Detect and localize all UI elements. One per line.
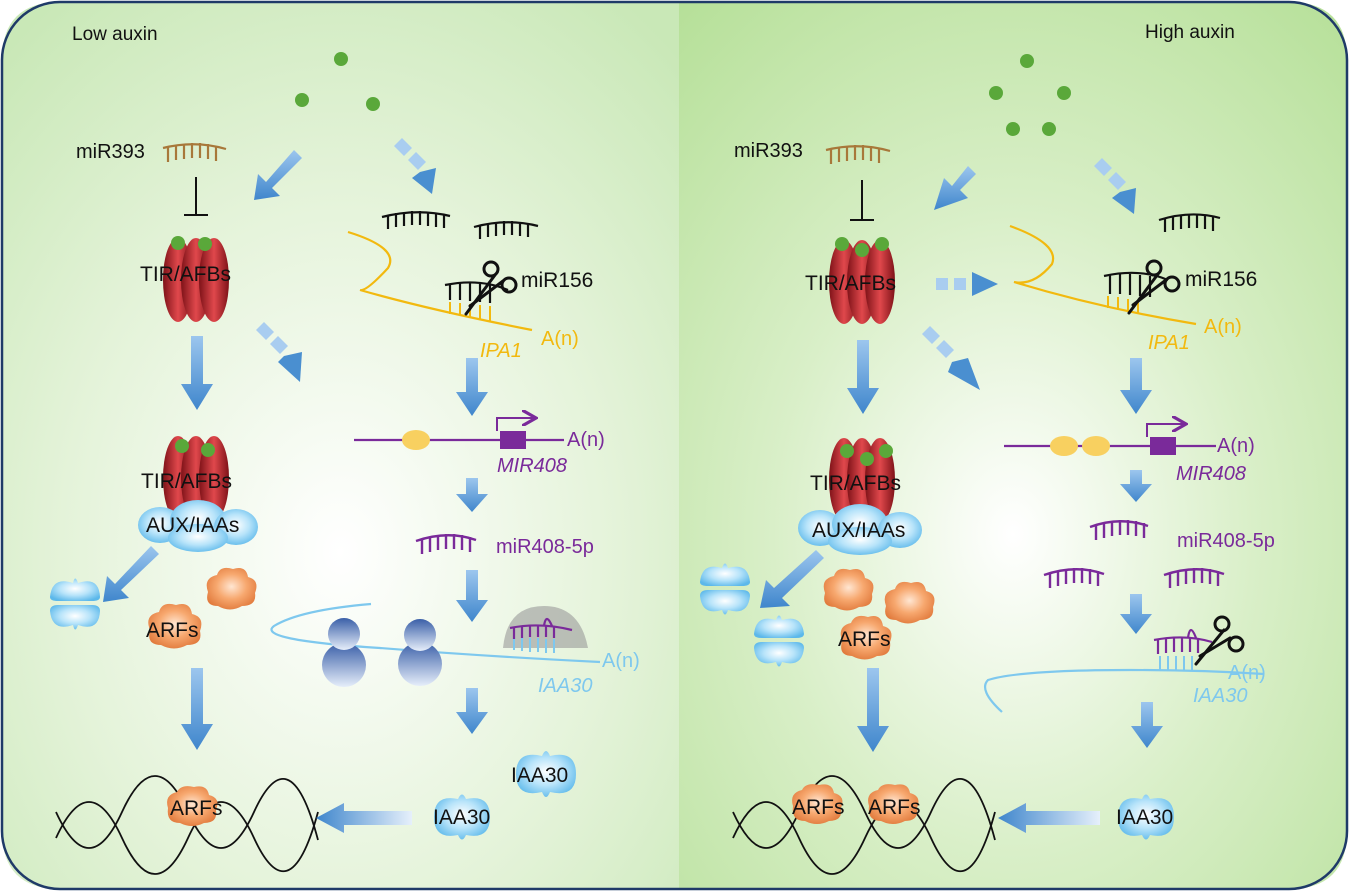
arfs-dna-label-high-1: ARFs bbox=[792, 796, 845, 819]
iaa30-polya-high: A(n) bbox=[1228, 662, 1266, 684]
aux-iaas-protein bbox=[138, 500, 258, 552]
tir-afbs-complex-label-high: TIR/AFBs bbox=[810, 472, 901, 495]
arf-on-dna-high-1 bbox=[792, 784, 843, 824]
scissors-icon-high-2 bbox=[1194, 615, 1245, 666]
mir156-rna bbox=[381, 211, 451, 229]
mir393-rna bbox=[162, 143, 227, 162]
high-auxin-panel: High auxin miR393 TIR/A bbox=[700, 22, 1275, 875]
scissors-icon-high bbox=[1127, 259, 1181, 315]
arf-protein-high-2 bbox=[884, 581, 935, 624]
tir-afbs-label: TIR/AFBs bbox=[140, 263, 231, 286]
arfs-label-high: ARFs bbox=[838, 628, 891, 651]
mir156-rna-2 bbox=[473, 221, 539, 239]
iaa30-protein-label: IAA30 bbox=[511, 764, 568, 787]
mir408-bound-high bbox=[1153, 628, 1213, 670]
aux-iaas-protein-high bbox=[798, 504, 922, 555]
tir-afbs-label-high: TIR/AFBs bbox=[805, 272, 896, 295]
dashed-arrow-auxin-mir156-high bbox=[1094, 158, 1136, 214]
scissors-icon bbox=[464, 260, 518, 316]
ribosome-1 bbox=[322, 618, 366, 687]
ribosome-2 bbox=[398, 619, 442, 686]
iaa30-mrna-high bbox=[984, 668, 1265, 713]
ipa1-mrna bbox=[347, 230, 533, 332]
aux-iaas-label: AUX/IAAs bbox=[146, 514, 239, 537]
arf-protein-high-3 bbox=[840, 615, 892, 660]
mir393-rna-high bbox=[825, 145, 891, 164]
mir393-label: miR393 bbox=[76, 141, 145, 163]
mir156-rna-high bbox=[1158, 213, 1221, 232]
mir408-5p-label-high: miR408-5p bbox=[1177, 530, 1275, 552]
dashed-arrow-auxin-mir156 bbox=[394, 138, 436, 194]
iaa30-polya: A(n) bbox=[602, 650, 640, 672]
iaa30-gene-label-high: IAA30 bbox=[1193, 685, 1247, 707]
mir408-polya: A(n) bbox=[567, 429, 605, 451]
iaa30-mrna bbox=[270, 602, 601, 664]
ipa1-label-high: IPA1 bbox=[1148, 332, 1190, 354]
tir-afbs-receptor-high bbox=[829, 237, 895, 324]
mir156-label: miR156 bbox=[521, 269, 593, 292]
arf-on-dna bbox=[167, 786, 218, 826]
degraded-aux-iaa-high bbox=[700, 563, 804, 667]
iaa30-to-dna-arrow bbox=[316, 803, 412, 833]
tir-afbs-complex-label: TIR/AFBs bbox=[141, 470, 232, 493]
arfs-label: ARFs bbox=[146, 619, 199, 642]
dna-helix-high bbox=[732, 775, 996, 875]
argonaute-complex bbox=[503, 606, 588, 653]
mir408-polya-high: A(n) bbox=[1217, 435, 1255, 457]
low-auxin-title: Low auxin bbox=[72, 24, 158, 45]
mir408-5p-rna-high-3 bbox=[1163, 568, 1225, 588]
mir408-5p-label: miR408-5p bbox=[496, 536, 594, 558]
mir408-label-high: MIR408 bbox=[1176, 463, 1246, 485]
mir156-label-high: miR156 bbox=[1185, 268, 1257, 291]
auxin-molecules-high bbox=[989, 54, 1071, 136]
auxin-molecules bbox=[295, 52, 380, 111]
iaa30-nucleus-label: IAA30 bbox=[433, 806, 490, 829]
signal-arrows bbox=[103, 150, 488, 750]
iaa30-to-dna-arrow-high bbox=[998, 803, 1100, 833]
mir408-5p-rna bbox=[415, 534, 477, 554]
dashed-arrow-receptor-mir408 bbox=[256, 322, 302, 382]
dashed-arrow-receptor-mir408-high bbox=[922, 326, 980, 390]
iaa30-nucleus-protein bbox=[434, 794, 490, 840]
inhibition-symbol-high bbox=[850, 180, 874, 221]
ipa1-label: IPA1 bbox=[480, 340, 522, 362]
low-auxin-panel: Low auxin miR393 bbox=[50, 24, 640, 875]
aux-iaas-label-high: AUX/IAAs bbox=[812, 519, 905, 542]
iaa30-nucleus-protein-high bbox=[1118, 794, 1174, 840]
mir408-5p-rna-high-1 bbox=[1089, 520, 1149, 540]
mir408-gene-high bbox=[1004, 424, 1216, 456]
arfs-dna-label: ARFs bbox=[170, 797, 223, 820]
dashed-arrow-receptor-ipa1-high bbox=[936, 272, 998, 296]
tir-afbs-complex-high bbox=[829, 438, 895, 522]
signal-arrows-high bbox=[760, 166, 1163, 752]
iaa30-protein bbox=[516, 751, 576, 797]
mir408-label: MIR408 bbox=[497, 455, 567, 477]
tir-afbs-receptor bbox=[163, 236, 229, 322]
high-auxin-title: High auxin bbox=[1145, 22, 1235, 43]
iaa30-nucleus-label-high: IAA30 bbox=[1116, 806, 1173, 829]
arf-protein-2 bbox=[148, 603, 202, 649]
arfs-dna-label-high-2: ARFs bbox=[868, 796, 921, 819]
arf-protein-high-1 bbox=[823, 568, 874, 611]
mir408-5p-rna-high-2 bbox=[1043, 568, 1105, 588]
ipa1-mrna-high bbox=[1009, 224, 1197, 326]
arf-on-dna-high-2 bbox=[868, 784, 919, 824]
tir-afbs-complex bbox=[163, 436, 229, 520]
mir408-gene bbox=[354, 418, 564, 450]
ipa1-polya-high: A(n) bbox=[1204, 316, 1242, 338]
iaa30-gene-label: IAA30 bbox=[538, 675, 592, 697]
arf-protein bbox=[206, 567, 257, 610]
degraded-aux-iaa bbox=[50, 578, 100, 630]
mir393-label-high: miR393 bbox=[734, 140, 803, 162]
ipa1-polya: A(n) bbox=[541, 328, 579, 350]
inhibition-symbol bbox=[184, 177, 208, 216]
